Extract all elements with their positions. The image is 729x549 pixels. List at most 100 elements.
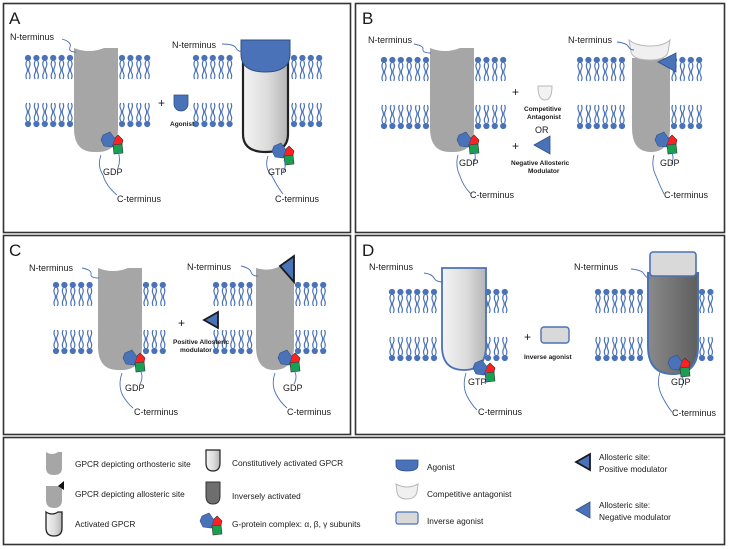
inversely-activated-gpcr [647,272,699,376]
c-terminus-label: C-terminus [117,194,162,204]
agonist-shape [173,94,189,112]
plus-sign: + [512,139,519,153]
n-terminus-label: N-terminus [187,262,232,272]
gpcr-receptor [98,268,142,370]
legend-gprotein: G-protein complex: α, β, γ subunits [232,519,361,529]
plus-sign: + [178,316,185,330]
panel-letter-b: B [362,9,373,28]
gdp-line [117,150,120,169]
inverse-agonist-icon [395,511,419,525]
legend-orthosteric: GPCR depicting orthosteric site [75,459,191,469]
n-terminus-line [81,267,100,279]
legend-allosteric: GPCR depicting allosteric site [75,489,185,499]
panel-letter-a: A [9,9,21,28]
gdp-line [670,150,674,165]
gpcr-receptor [74,48,118,152]
gdp-line [472,150,476,165]
n-terminus-label: N-terminus [574,262,619,272]
c-terminus-line [272,372,288,409]
plus-sign: + [158,96,165,110]
panel-b: N-terminus GDP C-terminus + Competitive … [368,35,709,200]
gdp-label: GDP [459,158,479,168]
competitive-antagonist-icon [395,483,419,500]
c-terminus-label: C-terminus [664,190,709,200]
c-terminus-line [266,155,284,195]
positive-modulator-shape [202,310,219,330]
gdp-label: GDP [660,158,680,168]
gpcr-receptor-inhibited [632,58,670,152]
panel-letter-d: D [362,241,374,260]
constitutively-active-gpcr [441,267,487,371]
competitive-label: Competitive [524,106,562,113]
legend-competitive: Competitive antagonist [427,489,512,499]
panel-c: N-terminus GDP C-terminus + Positive All… [29,254,332,417]
legend: GPCR depicting orthosteric site GPCR dep… [45,449,671,537]
n-terminus-label: N-terminus [10,32,55,42]
c-terminus-label: C-terminus [275,194,320,204]
gdp-line [139,369,143,385]
activated-gpcr [241,56,290,154]
modulator-label: modulator [180,347,212,354]
inverse-agonist-label: Inverse agonist [524,354,573,361]
bound-positive-modulator [278,254,295,285]
plus-sign: + [524,330,531,344]
n-terminus-label: N-terminus [368,35,413,45]
constitutive-gpcr-icon [205,449,221,472]
gdp-line [680,375,684,389]
n-terminus-label: N-terminus [29,263,74,273]
gpcr-receptor-potentiated [256,266,294,370]
legend-inversely: Inversely activated [232,491,301,501]
legend-positive-1: Allosteric site: [599,452,650,462]
c-terminus-label: C-terminus [478,407,523,417]
antagonist-label: Antagonist [527,114,562,121]
n-terminus-line [240,265,259,277]
gdp-label: GDP [283,383,303,393]
n-terminus-line [423,272,444,283]
allosteric-site-icon [58,481,64,490]
bound-agonist [240,39,291,73]
agonist-label: Agonist [170,121,195,128]
allosteric-gpcr-icon [46,484,62,508]
bound-inverse-agonist [649,251,697,277]
or-label: OR [535,125,549,135]
c-terminus-line [456,154,472,195]
gdp-label: GDP [103,167,123,177]
n-terminus-label: N-terminus [369,262,414,272]
gdp-label: GDP [671,377,691,387]
gpcr-receptor [430,48,474,152]
gtp-line [282,159,286,173]
c-terminus-line [98,154,118,196]
bound-negative-modulator [657,52,677,73]
legend-negative-2: Negative modulator [599,512,671,522]
n-terminus-label: N-terminus [172,40,217,50]
agonist-icon [395,459,419,472]
n-terminus-line [221,43,245,53]
gtp-label: GTP [468,377,487,387]
n-terminus-line [413,43,432,54]
c-terminus-line [463,372,478,411]
positive-modulator-icon [574,452,591,472]
modulator-label: Modulator [528,168,560,175]
legend-frame [2,436,726,546]
gtp-label: GTP [268,167,287,177]
legend-agonist: Agonist [427,462,455,472]
legend-constitutive: Constitutively activated GPCR [232,458,343,468]
competitive-antagonist-shape [537,85,553,101]
gdp-line [293,369,297,385]
legend-positive-2: Positive modulator [599,464,667,474]
gdp-label: GDP [125,383,145,393]
legend-inverse: Inverse agonist [427,516,484,526]
n-terminus-label: N-terminus [568,35,613,45]
gtp-line [484,371,488,385]
inverse-agonist-shape [540,326,570,344]
c-terminus-label: C-terminus [134,407,179,417]
inversely-activated-icon [205,481,221,505]
c-terminus-line [652,154,665,195]
c-terminus-line [119,372,134,409]
c-terminus-line [657,371,673,413]
c-terminus-label: C-terminus [287,407,332,417]
negative-modulator-shape [533,135,551,155]
orthosteric-gpcr-icon [46,452,62,475]
legend-activated: Activated GPCR [75,519,135,529]
